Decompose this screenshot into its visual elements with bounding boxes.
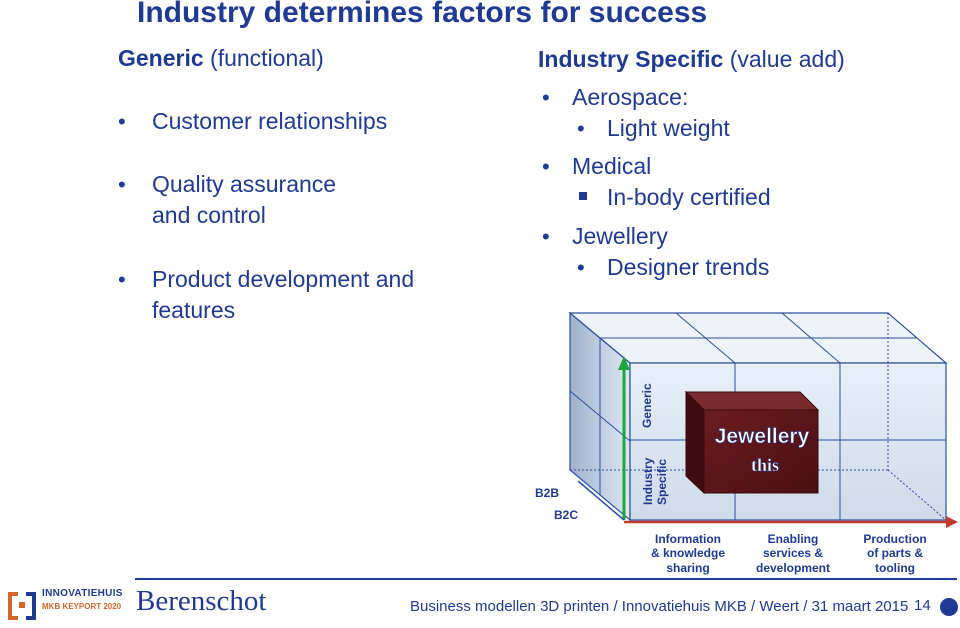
column-2-line-3: development: [756, 561, 830, 575]
industry-heading-rest: (value add): [723, 46, 845, 72]
logo-sub: MKB KEYPORT 2020: [42, 602, 122, 611]
column-label-information: Information & knowledge sharing: [651, 532, 725, 575]
label-b2b: B2B: [535, 486, 559, 500]
medical-item: • Medical: [542, 151, 652, 182]
bullet-dot-icon: •: [577, 116, 585, 141]
innovatiehuis-mark-icon: [8, 592, 36, 620]
jewellery-box-sub: this: [751, 455, 779, 475]
footer-divider: [135, 578, 957, 580]
jewellery-label: Jewellery: [572, 223, 668, 249]
axis-generic-label: Generic: [640, 383, 654, 428]
generic-bullet-3-line1: Product development and: [152, 266, 415, 292]
square-bullet-icon: [579, 192, 587, 200]
jewellery-sub: • Designer trends: [577, 252, 770, 283]
bullet-dot-icon: •: [118, 109, 126, 134]
bullet-dot-icon: •: [118, 267, 126, 292]
generic-bullet-3: • Product development and features: [118, 264, 415, 326]
jewellery-sub-label: Designer trends: [607, 254, 770, 280]
aerospace-sub-label: Light weight: [607, 115, 730, 141]
medical-sub-label: In-body certified: [607, 184, 771, 210]
aerospace-label: Aerospace:: [572, 84, 689, 110]
jewellery-box-front: [703, 409, 819, 494]
column-2-line-1: Enabling: [768, 532, 819, 546]
page-number: 14: [914, 597, 931, 614]
axis-industry-label-1: Industry: [641, 457, 655, 505]
medical-label: Medical: [572, 153, 652, 179]
generic-bullet-2-line2: and control: [152, 202, 266, 228]
jewellery-box-top: [684, 391, 820, 411]
green-axis-arrow-icon: [618, 356, 630, 370]
column-1-line-1: Information: [655, 532, 721, 546]
industry-heading-bold: Industry Specific: [538, 46, 724, 72]
jewellery-item: • Jewellery: [542, 221, 668, 252]
slide-title: Industry determines factors for success: [137, 0, 708, 29]
bullet-dot-icon: •: [118, 172, 126, 197]
column-3-line-3: tooling: [875, 561, 915, 575]
bullet-dot-icon: •: [577, 255, 585, 280]
logo-name: INNOVATIEHUIS: [42, 588, 123, 599]
generic-bullet-3-line2: features: [152, 297, 236, 323]
generic-bullet-1: • Customer relationships: [118, 106, 388, 137]
column-label-enabling: Enabling services & development: [756, 532, 830, 575]
bullet-dot-icon: •: [542, 224, 550, 249]
column-1-line-2: & knowledge: [651, 546, 725, 560]
generic-heading-bold: Generic: [118, 45, 204, 71]
generic-heading-rest: (functional): [203, 45, 324, 71]
red-axis-arrow-icon: [946, 516, 958, 528]
generic-bullet-1-line1: Customer relationships: [152, 108, 388, 134]
aerospace-item: • Aerospace:: [542, 82, 689, 113]
column-label-production: Production of parts & tooling: [863, 532, 926, 575]
footer-text: Business modellen 3D printen / Innovatie…: [410, 598, 909, 615]
column-3-line-2: of parts &: [867, 546, 923, 560]
column-3-line-1: Production: [863, 532, 926, 546]
label-b2c: B2C: [554, 508, 578, 522]
jewellery-box: [684, 390, 820, 495]
generic-bullet-2-line1: Quality assurance: [152, 171, 337, 197]
column-2-line-2: services &: [763, 546, 823, 560]
generic-heading: Generic (functional): [118, 45, 324, 72]
axis-industry-label-2: Specific: [655, 459, 669, 505]
cube-front-face: [629, 362, 947, 521]
aerospace-sub: • Light weight: [577, 113, 730, 144]
depth-axis-line: [577, 480, 625, 521]
berenschot-logo: Berenschot: [136, 585, 267, 617]
bullet-dot-icon: •: [542, 85, 550, 110]
bullet-dot-icon: •: [542, 154, 550, 179]
jewellery-box-side: [685, 390, 705, 495]
industry-heading: Industry Specific (value add): [538, 46, 845, 73]
jewellery-box-title: Jewellery: [715, 425, 810, 448]
innovatiehuis-logo: INNOVATIEHUIS MKB KEYPORT 2020: [4, 586, 124, 622]
medical-sub: In-body certified: [579, 182, 771, 213]
page-dot-icon: [940, 598, 958, 616]
column-1-line-3: sharing: [666, 561, 709, 575]
generic-bullet-2: • Quality assurance and control: [118, 169, 337, 231]
